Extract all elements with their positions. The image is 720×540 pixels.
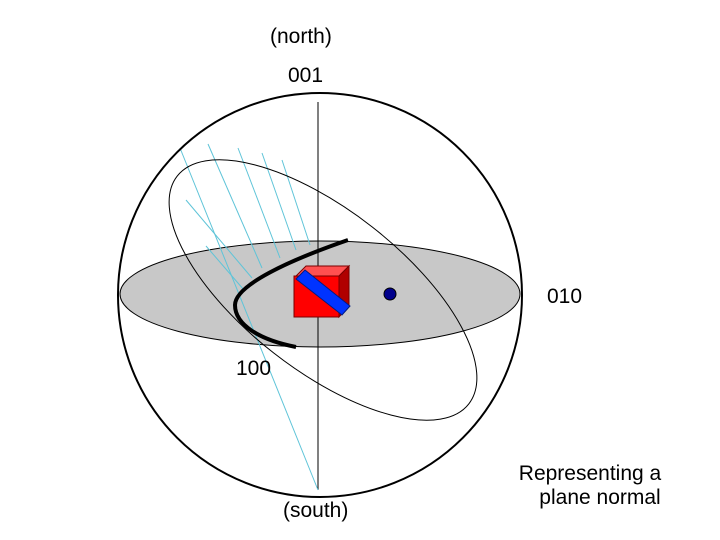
south-label: (south) xyxy=(283,499,349,522)
inclined-great-circle xyxy=(168,159,478,421)
pole-001-label: 001 xyxy=(288,64,324,87)
caption: Representing a plane normal xyxy=(504,462,676,510)
axis-010-label: 010 xyxy=(547,285,583,308)
sphere-outline xyxy=(117,92,523,498)
caption-line-1: Representing a xyxy=(518,462,662,485)
projected-trace xyxy=(232,238,349,349)
axis-100-label: 100 xyxy=(236,357,272,380)
crystal-cube xyxy=(293,264,351,319)
plane-band xyxy=(295,269,351,316)
plane-normal-point xyxy=(383,287,397,301)
projection-lines xyxy=(179,143,319,491)
caption-line-2: plane normal xyxy=(539,486,661,509)
north-label: (north) xyxy=(270,25,332,48)
